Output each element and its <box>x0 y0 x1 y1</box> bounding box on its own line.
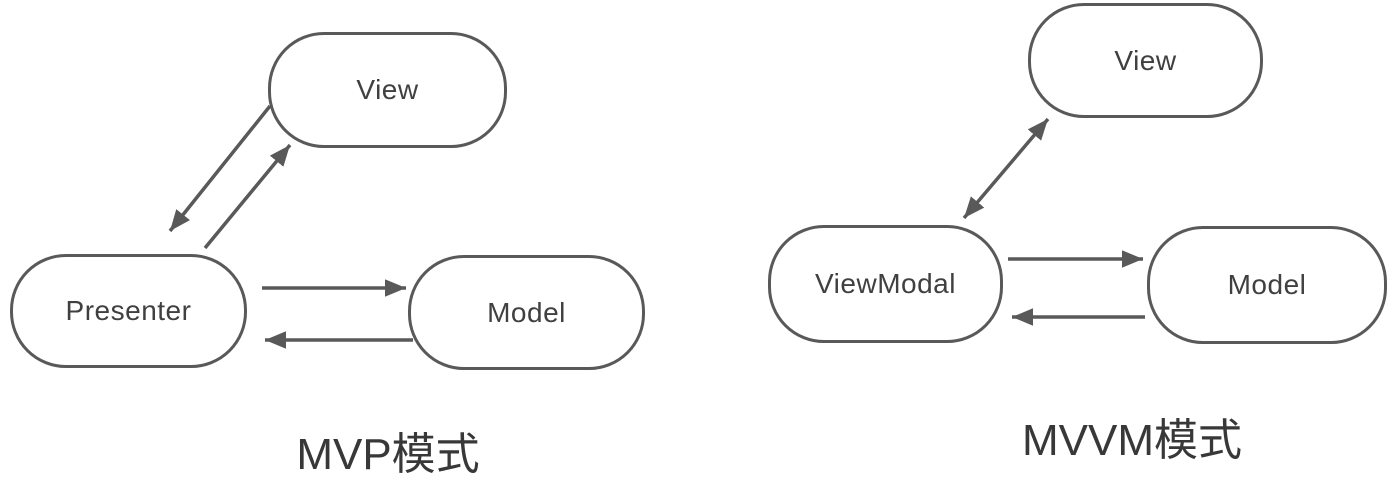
arrow-mvvm-viewmodal-view-twoway <box>962 117 1050 220</box>
node-mvvm-model-label: Model <box>1227 269 1307 300</box>
node-mvp-presenter: Presenter <box>10 254 247 368</box>
node-mvvm-viewmodal-label: ViewModal <box>815 268 956 299</box>
node-mvp-presenter-label: Presenter <box>65 295 192 326</box>
arrow-mvp-presenter-to-view <box>203 143 292 250</box>
node-mvvm-view-label: View <box>1114 44 1177 76</box>
mvvm-diagram-title: MVVM模式 <box>1022 416 1242 465</box>
node-mvvm-model: Model <box>1147 226 1387 344</box>
arrow-mvp-view-to-presenter <box>168 104 272 233</box>
mvp-diagram-title: MVP模式 <box>296 430 480 479</box>
node-mvp-view: View <box>268 32 507 148</box>
node-mvp-view-label: View <box>356 74 419 105</box>
node-mvvm-view: View <box>1028 3 1263 118</box>
node-mvvm-viewmodal: ViewModal <box>768 225 1003 343</box>
node-mvp-model-label: Model <box>487 296 566 328</box>
node-mvp-model: Model <box>408 255 645 370</box>
